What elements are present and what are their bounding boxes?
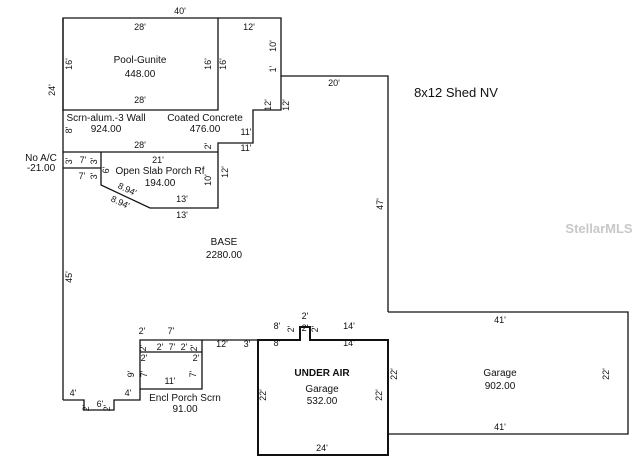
dim-label: 28' (134, 95, 146, 105)
dim-label: 2' (141, 353, 148, 363)
dim-label: 4' (125, 388, 132, 398)
garage-side-label: Garage (483, 368, 517, 379)
open-slab-outline (100, 152, 219, 209)
dim-label: 3' (89, 172, 99, 179)
dim-label: 41' (494, 315, 506, 325)
dim-label: 2' (139, 326, 146, 336)
dim-label: 2' (181, 342, 188, 352)
dim-label: 22' (601, 368, 611, 380)
dim-label: 16' (218, 58, 228, 70)
base-bottom-outline (63, 389, 141, 411)
no-ac-sqft: -21.00 (27, 163, 56, 174)
dim-label: 10' (203, 174, 213, 186)
dim-label: 16' (64, 58, 74, 70)
dim-label: 3' (244, 339, 251, 349)
watermark: StellarMLS (565, 221, 633, 236)
dim-label: 22' (389, 368, 399, 380)
dim-label: 12' (216, 339, 228, 349)
dim-label: 47' (375, 198, 385, 210)
open-slab-label: Open Slab Porch Rf (116, 166, 205, 177)
dim-label: 13' (176, 194, 188, 204)
encl-porch-label: Encl Porch Scrn (149, 393, 221, 404)
no-ac-label: No A/C (25, 153, 57, 164)
dim-label: 7' (169, 342, 176, 352)
upper-right-outline (218, 17, 389, 312)
dim-label: 14' (343, 321, 355, 331)
encl-porch-sqft: 91.00 (172, 404, 197, 415)
base-label: BASE (211, 237, 238, 248)
dim-label: 22' (258, 389, 268, 401)
dim-label: 2' (81, 404, 91, 411)
pool-sqft: 448.00 (125, 69, 156, 80)
dim-label: 8' (274, 338, 281, 348)
dim-label: 3' (64, 157, 74, 164)
dim-label: 41' (494, 422, 506, 432)
dim-label: 14' (343, 338, 355, 348)
dim-label: 8.94' (109, 194, 131, 211)
coated-concrete-sqft: 476.00 (190, 124, 221, 135)
dim-label: 12' (281, 99, 291, 111)
dim-label: 2' (157, 342, 164, 352)
dim-label: 22' (374, 389, 384, 401)
dim-label: 8' (274, 321, 281, 331)
dim-label: 28' (134, 22, 146, 32)
dim-label: 28' (134, 140, 146, 150)
step-outline (217, 76, 282, 152)
dim-label: 12' (220, 166, 230, 178)
garage-main-outline (257, 326, 389, 456)
dim-label: 2' (286, 325, 296, 332)
shed-note: 8x12 Shed NV (414, 85, 498, 100)
garage-main-label: Garage (305, 384, 339, 395)
dim-label: 2' (302, 323, 309, 333)
garage-side-sqft: 902.00 (485, 381, 516, 392)
under-air-label: UNDER AIR (294, 368, 350, 379)
dim-label: 11' (164, 376, 175, 386)
dim-label: 16' (203, 58, 213, 70)
pool-label: Pool-Gunite (114, 55, 167, 66)
dim-label: 2' (193, 353, 200, 363)
garage-side-outline (388, 311, 629, 435)
dim-label: 2' (203, 142, 213, 149)
dim-label: 45' (64, 271, 74, 283)
dim-label: 12' (263, 99, 273, 111)
dim-label: 6' (101, 166, 111, 173)
dim-label: 24' (47, 84, 57, 96)
dim-label: 12' (243, 22, 255, 32)
dim-label: 7' (80, 155, 87, 165)
dim-label: 20' (328, 78, 340, 88)
base-sqft: 2280.00 (206, 250, 243, 261)
dim-label: 3' (89, 157, 99, 164)
dim-label: 7' (139, 370, 149, 377)
dim-label: 21' (152, 155, 164, 165)
dim-label: 11' (240, 143, 251, 153)
dim-label: 7' (168, 326, 175, 336)
dim-label: 2' (189, 344, 199, 351)
dim-label: 4' (70, 388, 77, 398)
dim-label: 9' (126, 370, 136, 377)
dim-label: 24' (316, 443, 328, 453)
dim-label: 10' (268, 40, 278, 52)
dim-label: 11' (240, 127, 251, 137)
floor-plan-outline (62, 17, 629, 456)
dim-label: 7' (79, 171, 86, 181)
dim-label: 40' (174, 6, 186, 16)
dim-label: 1' (268, 65, 278, 72)
dim-label: 2' (302, 311, 309, 321)
dim-label: 6' (97, 399, 104, 409)
encl-porch-outline (139, 339, 203, 390)
garage-main-sqft: 532.00 (307, 396, 338, 407)
dim-label: 8' (64, 126, 74, 133)
dim-label: 13' (176, 210, 188, 220)
dim-label: 7' (188, 370, 198, 377)
dim-label: 2' (138, 344, 148, 351)
open-slab-sqft: 194.00 (145, 178, 176, 189)
dim-label: 8.94' (116, 181, 138, 198)
scrn-wall-label: Scrn-alum.-3 Wall (66, 113, 145, 124)
coated-concrete-label: Coated Concrete (167, 113, 243, 124)
dim-label: 2' (310, 325, 320, 332)
scrn-wall-sqft: 924.00 (91, 124, 122, 135)
dim-label: 2' (102, 404, 112, 411)
